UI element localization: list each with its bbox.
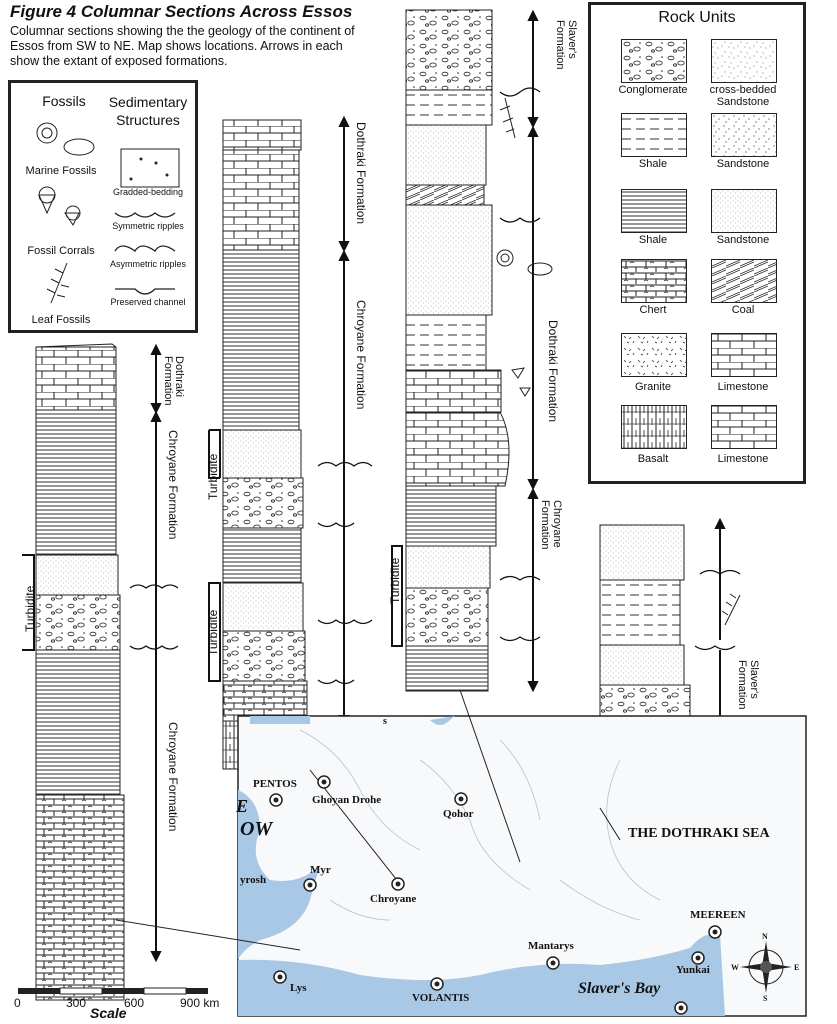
preserved-channel-icon [115, 288, 175, 295]
unit-label: Basalt [637, 453, 669, 465]
swatch-shale-lined [621, 189, 687, 233]
city-lys: Lys [290, 982, 307, 994]
region-partial: OW [240, 818, 273, 840]
legend-symmetric-ripples: Symmetric ripples [112, 221, 184, 231]
compass-n: N [762, 932, 768, 941]
label-slavers-col3: Slaver's Formation [554, 20, 578, 70]
unit-label: Shale [638, 158, 668, 170]
figure-caption: Columnar sections showing the the geolog… [10, 24, 355, 68]
compass-rose-icon [740, 941, 792, 993]
swatch-coal [711, 259, 777, 303]
city-pentos: PENTOS [253, 778, 297, 790]
compass-s: S [763, 994, 768, 1003]
city-chroyane: Chroyane [370, 893, 417, 905]
unit-label: Granite [634, 381, 672, 393]
region-partial-e: E [236, 796, 249, 816]
map-partial-s: s [383, 716, 387, 727]
label-turbidite-col2b: Turbidite [206, 609, 220, 656]
legend-fossil-corals: Fossil Corrals [27, 245, 95, 257]
fossils-heading: Fossils [42, 93, 86, 109]
legend-preserved-channel: Preserved channel [110, 297, 186, 307]
city-meereen: MEEREEN [690, 909, 746, 921]
unit-label: Chert [639, 304, 667, 316]
label-turbidite-col3: Turbidite [388, 557, 402, 604]
scale-label: Scale [90, 1005, 127, 1021]
legend-graded-bedding: Gradded-bedding [112, 187, 184, 197]
label-chroyane-col1: Chroyane Formation [166, 430, 180, 540]
swatch-basalt [621, 405, 687, 449]
column-3 [391, 9, 510, 692]
swatch-shale-dashed [621, 113, 687, 157]
swatch-chert [621, 259, 687, 303]
label-turbidite-col1: Turbidite [23, 585, 37, 632]
scale-bar [18, 987, 208, 995]
swatch-sandstone-fine [711, 189, 777, 233]
swatch-limestone-a [711, 333, 777, 377]
scale-tick-300: 300 [66, 996, 87, 1010]
unit-label: Limestone [717, 453, 769, 465]
leaf-fossil-icon [46, 262, 70, 304]
unit-label: Shale [638, 234, 668, 246]
swatch-sandstone [711, 113, 777, 157]
label-dothraki-col3: Dothraki Formation [546, 320, 560, 423]
swatch-conglomerate [621, 39, 687, 83]
label-chroyane-col1-lower: Chroyane Formation [166, 722, 180, 832]
rock-units-legend: Rock Units Conglomerate cross-bedded San… [588, 2, 806, 484]
column-fossils [496, 97, 741, 626]
city-ghoyan-drohe: Ghoyan Drohe [312, 794, 382, 806]
legend-leaf-fossils: Leaf Fossils [31, 314, 91, 326]
compass-w: W [731, 963, 739, 972]
legend-asymmetric-ripples: Asymmetric ripples [109, 259, 186, 269]
unit-label: cross-bedded Sandstone [709, 84, 777, 108]
label-slavers-col4: Slaver's Formation [736, 660, 760, 710]
column-1 [22, 343, 125, 1001]
unit-label: Sandstone [716, 158, 770, 170]
label-turbidite-col2a: Turbidite [206, 453, 220, 500]
swatch-limestone-b [711, 405, 777, 449]
swatch-granite [621, 333, 687, 377]
city-mantarys: Mantarys [528, 940, 574, 952]
region-slavers-bay: Slaver's Bay [578, 980, 661, 997]
asymmetric-ripples-icon [114, 245, 176, 252]
coral-fossil-icon [38, 186, 81, 226]
map-area [115, 689, 807, 1017]
rock-units-heading: Rock Units [658, 9, 736, 26]
scale-tick-0: 0 [14, 996, 21, 1010]
region-dothraki-sea: THE DOTHRAKI SEA [628, 826, 770, 841]
marine-fossil-icon [36, 122, 95, 156]
label-dothraki-col1: Dothraki Formation [162, 356, 185, 406]
city-yunkai: Yunkai [676, 964, 710, 976]
formation-arrows [150, 9, 726, 963]
figure-title: Figure 4 Columnar Sections Across Essos [10, 2, 353, 21]
label-chroyane-col3: Chroyane Formation [539, 500, 563, 550]
column-2 [208, 119, 312, 770]
legend-marine-fossils: Marine Fossils [25, 165, 97, 177]
unit-label: Limestone [717, 381, 769, 393]
scale-tick-600: 600 [124, 996, 145, 1010]
label-dothraki-col2: Dothraki Formation [354, 122, 368, 225]
city-qohor: Qohor [443, 808, 474, 820]
unit-label: Conglomerate [618, 84, 688, 96]
structures-heading: Sedimentary Structures [108, 94, 188, 128]
swatch-crossbedded-sandstone [711, 39, 777, 83]
unit-label: Coal [731, 304, 755, 316]
city-myr: Myr [310, 864, 331, 876]
compass-e: E [794, 963, 800, 972]
city-volantis: VOLANTIS [412, 992, 470, 1004]
fossil-legend: Fossils Sedimentary Structures Marine Fo… [8, 80, 198, 333]
unit-label: Sandstone [716, 234, 770, 246]
scale-tick-900: 900 km [180, 996, 220, 1010]
graded-bedding-icon [129, 157, 169, 181]
symmetric-ripples-icon [114, 212, 176, 218]
city-tyrosh-partial: yrosh [240, 874, 267, 886]
label-chroyane-col2: Chroyane Formation [354, 300, 368, 410]
